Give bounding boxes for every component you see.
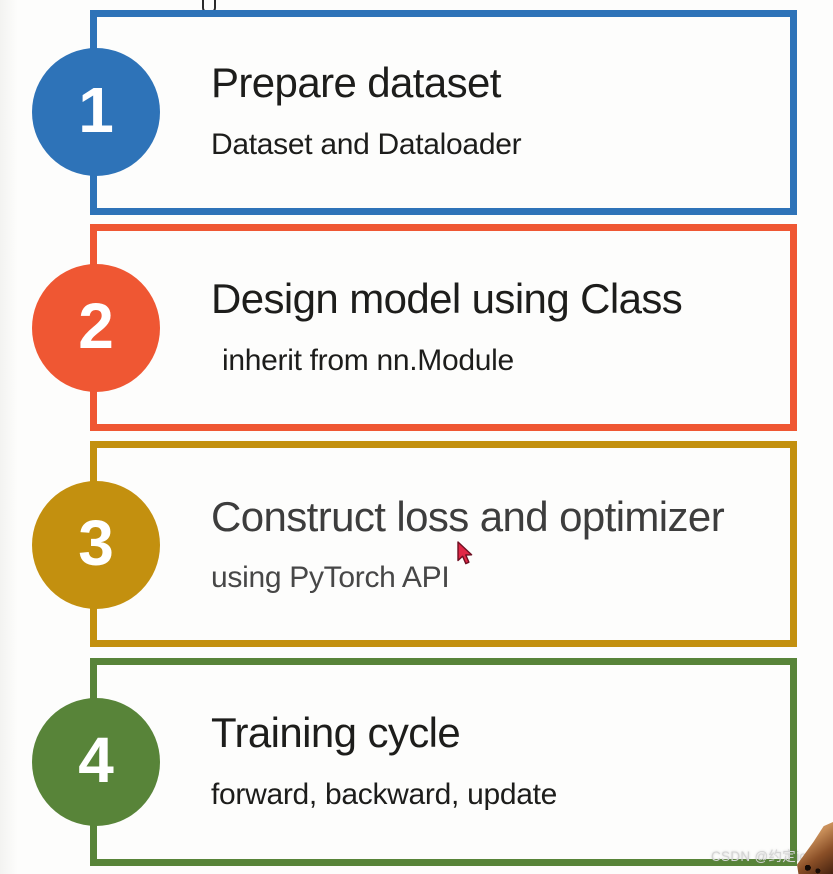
step-3-frame <box>90 441 797 647</box>
step-3-title: Construct loss and optimizer <box>211 493 725 540</box>
mouse-pointer-icon[interactable] <box>456 541 474 565</box>
step-4-title: Training cycle <box>211 709 461 756</box>
step-2-number-badge: 2 <box>32 264 160 392</box>
step-3-subtitle: using PyTorch API <box>211 561 450 594</box>
step-1-number: 1 <box>78 74 114 146</box>
step-1-subtitle: Dataset and Dataloader <box>211 128 522 161</box>
step-2-title: Design model using Class <box>211 275 683 322</box>
watermark-text: CSDN @约定iou <box>711 849 816 864</box>
step-1-frame <box>90 10 797 215</box>
step-2-subtitle: inherit from nn.Module <box>222 344 514 377</box>
step-4-number-badge: 4 <box>32 698 160 826</box>
step-3-number: 3 <box>78 507 114 579</box>
step-4-number: 4 <box>78 724 114 796</box>
step-1-title: Prepare dataset <box>211 59 501 106</box>
step-4-subtitle: forward, backward, update <box>211 778 558 811</box>
step-1-number-badge: 1 <box>32 48 160 176</box>
step-3-number-badge: 3 <box>32 481 160 609</box>
step-2-number: 2 <box>78 290 114 362</box>
step-4-frame <box>90 658 797 866</box>
step-2-frame <box>90 224 797 431</box>
